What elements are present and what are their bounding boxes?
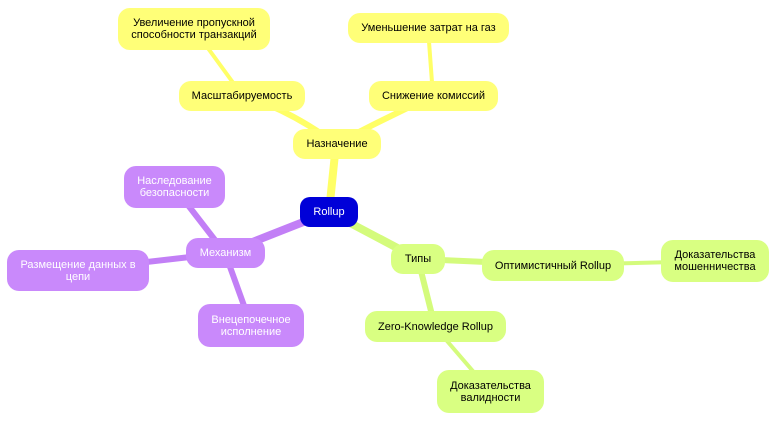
node-gas-cost: Уменьшение затрат на газ [348, 13, 509, 43]
node-zk: Zero-Knowledge Rollup [365, 311, 506, 342]
node-fraud-proofs: Доказательства мошенничества [661, 240, 769, 282]
node-mechanism: Механизм [186, 238, 265, 268]
node-throughput: Увеличение пропускной способности транза… [118, 8, 270, 50]
node-scalability: Масштабируемость [179, 81, 305, 111]
node-root: Rollup [300, 197, 358, 227]
node-validity-proofs: Доказательства валидности [437, 370, 544, 413]
node-security: Наследование безопасности [124, 166, 225, 208]
node-optimistic: Оптимистичный Rollup [482, 250, 624, 281]
node-types: Типы [391, 244, 445, 274]
node-data-onchain: Размещение данных в цепи [7, 250, 149, 291]
node-offchain: Внецепочечное исполнение [198, 304, 304, 347]
node-purpose: Назначение [293, 129, 381, 159]
node-fees: Снижение комиссий [369, 81, 498, 111]
